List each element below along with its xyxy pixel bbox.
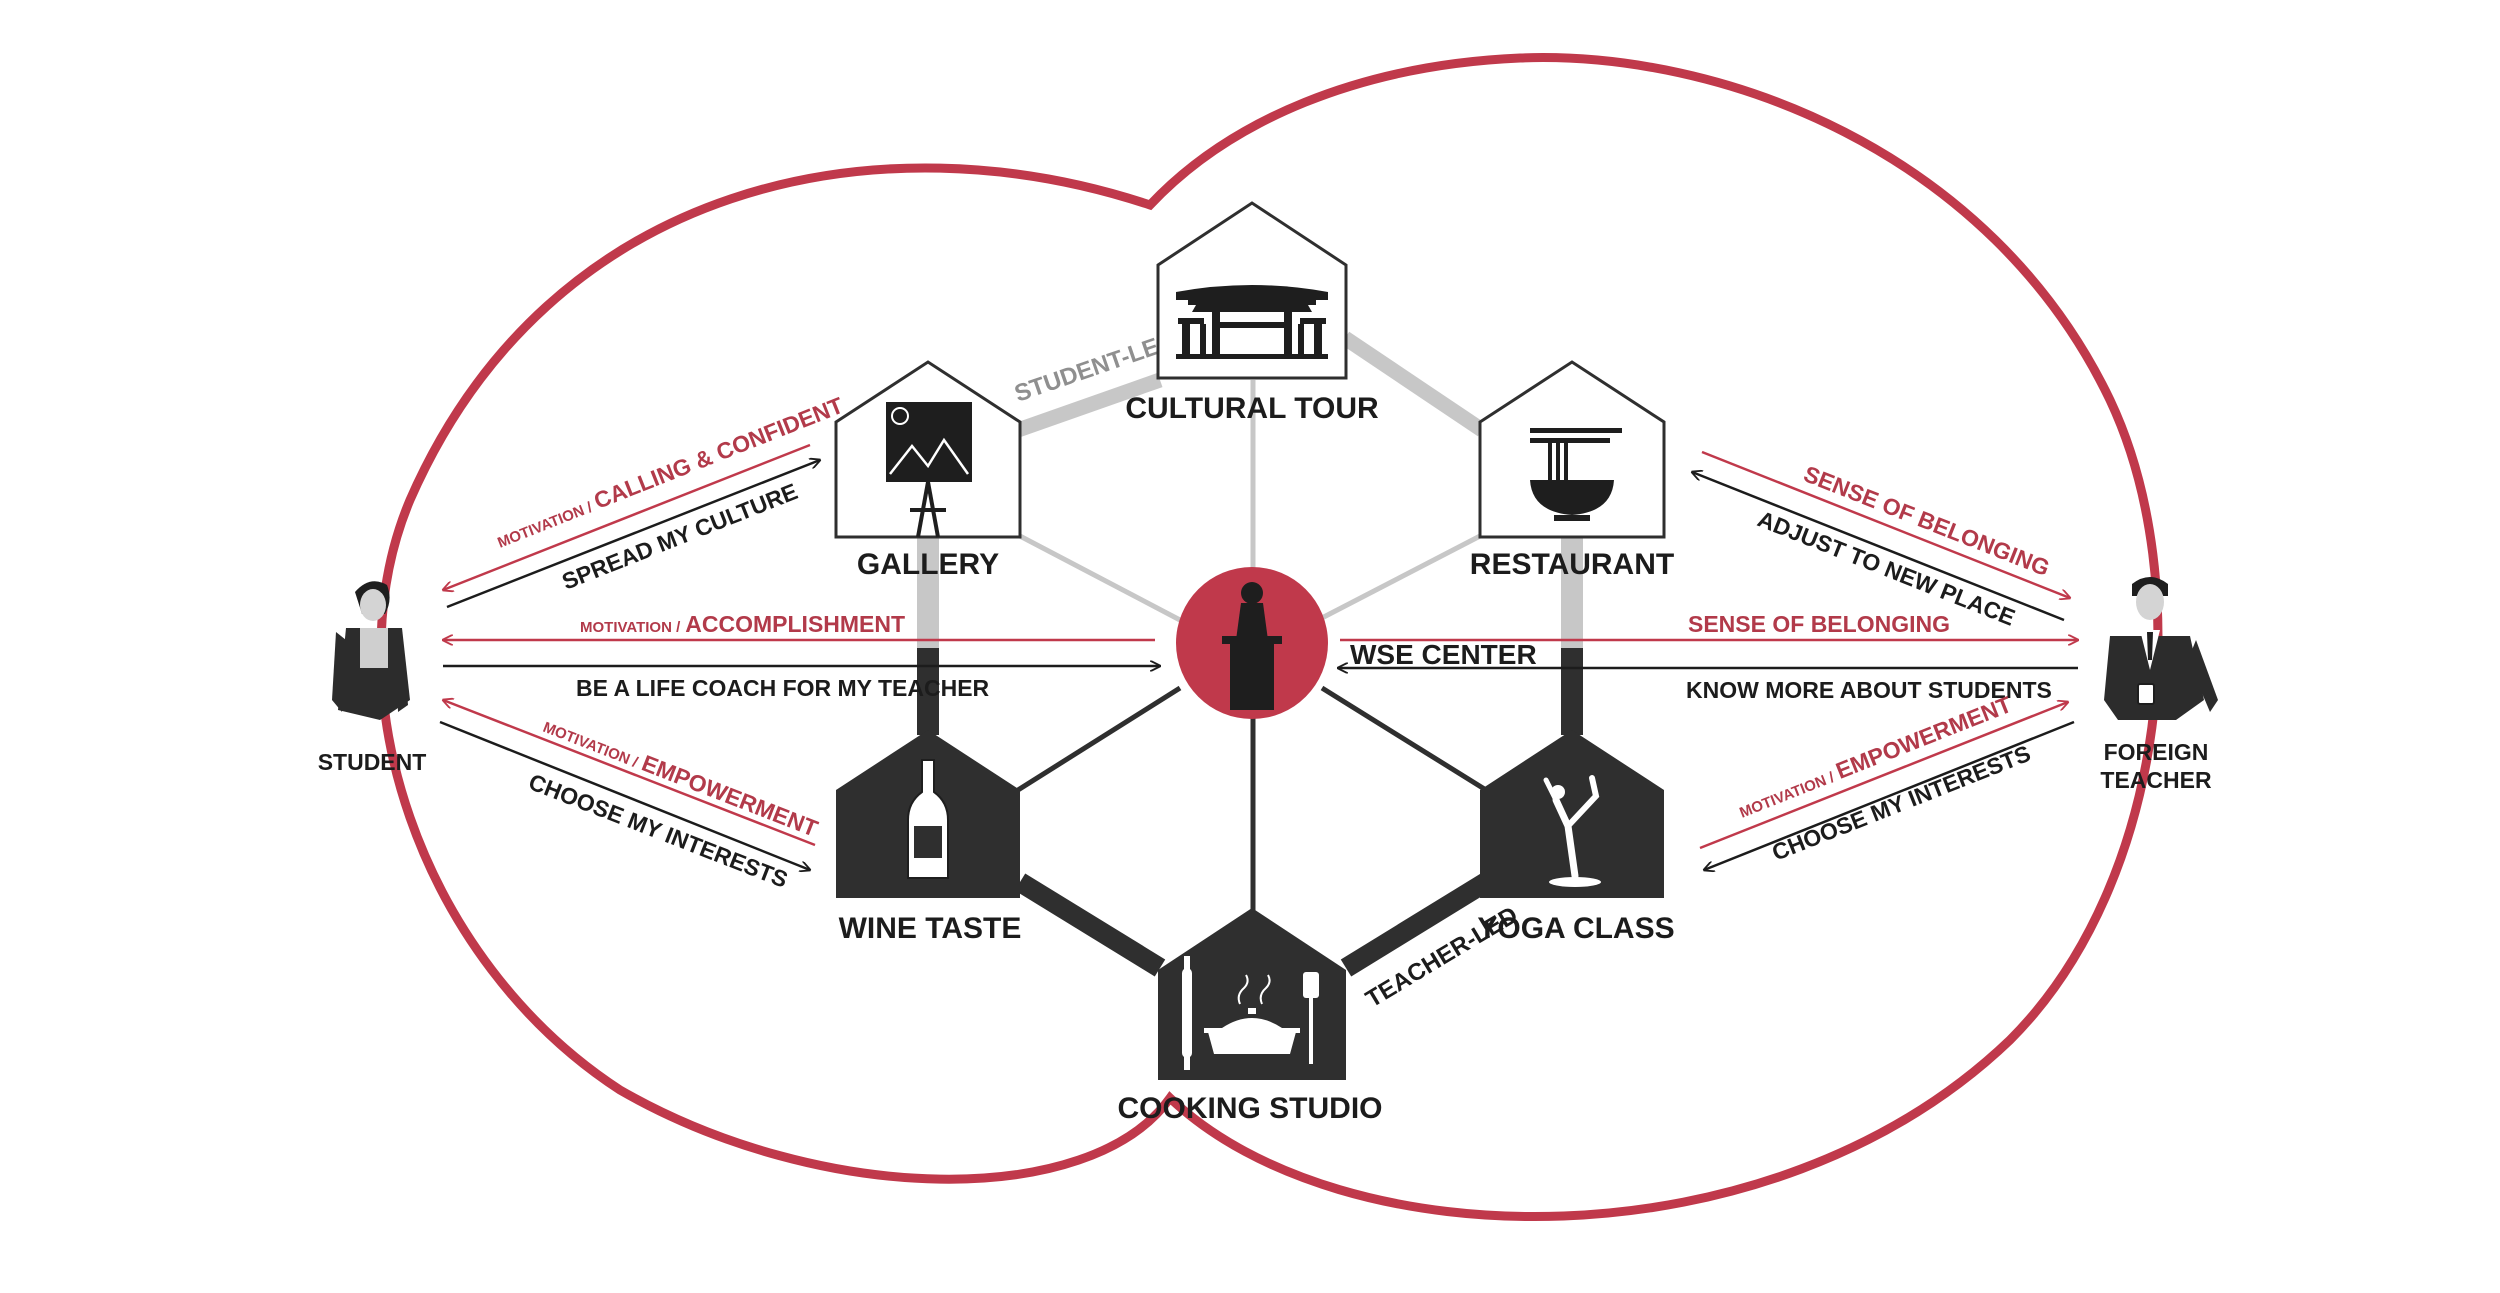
student-led-links xyxy=(917,331,1583,648)
cooking-pot-icon xyxy=(1182,956,1319,1070)
student-label: STUDENT xyxy=(318,749,427,775)
student-person-icon xyxy=(332,581,410,720)
speaker-at-podium-icon xyxy=(1222,582,1282,710)
node-yoga-class[interactable]: YOGA CLASS xyxy=(1477,730,1675,945)
teacher-person-with-mug-icon xyxy=(2104,577,2218,720)
node-cooking-studio[interactable]: COOKING STUDIO xyxy=(1117,908,1383,1125)
node-gallery[interactable]: GALLERY xyxy=(834,360,1022,581)
student-bottom-action: CHOOSE MY INTERESTS xyxy=(525,768,791,892)
student-middle-action: BE A LIFE COACH FOR MY TEACHER xyxy=(576,675,990,701)
yoga-class-label: YOGA CLASS xyxy=(1477,912,1674,945)
yoga-pose-icon xyxy=(1543,775,1601,887)
teacher-led-links xyxy=(917,648,1583,977)
wine-bottle-icon xyxy=(907,759,949,879)
center-label: WSE CENTER xyxy=(1350,639,1537,670)
teacher-label-line1: FOREIGN xyxy=(2104,739,2209,765)
node-wine-taste[interactable]: WINE TASTE xyxy=(836,730,1021,945)
center-node[interactable]: WSE CENTER xyxy=(1176,567,1537,719)
cooking-studio-label: COOKING STUDIO xyxy=(1117,1092,1382,1125)
noodle-bowl-icon xyxy=(1530,428,1622,521)
teacher-top-motivation: SENSE OF BELONGING xyxy=(1800,460,2053,581)
node-cultural-tour[interactable]: CULTURAL TOUR xyxy=(1125,201,1379,425)
teacher-arrows xyxy=(1338,450,2078,870)
painting-easel-icon xyxy=(886,402,972,538)
node-restaurant[interactable]: RESTAURANT xyxy=(1470,360,1674,581)
student-bottom-motivation: MOTIVATION /EMPOWERMENT xyxy=(540,711,821,841)
student-arrows xyxy=(439,443,1160,870)
wine-taste-label: WINE TASTE xyxy=(839,912,1022,945)
teacher-figure[interactable]: FOREIGN TEACHER xyxy=(2100,577,2218,793)
chinese-gate-icon xyxy=(1176,285,1328,359)
teacher-middle-action: KNOW MORE ABOUT STUDENTS xyxy=(1686,677,2052,703)
teacher-label-line2: TEACHER xyxy=(2100,767,2212,793)
restaurant-label: RESTAURANT xyxy=(1470,548,1674,581)
student-middle-motivation: MOTIVATION /ACCOMPLISHMENT xyxy=(580,611,905,637)
community-boundary xyxy=(376,53,2163,1222)
cultural-tour-label: CULTURAL TOUR xyxy=(1125,392,1379,425)
teacher-middle-motivation: SENSE OF BELONGING xyxy=(1688,611,1950,637)
student-figure[interactable]: STUDENT xyxy=(318,581,427,775)
gallery-label: GALLERY xyxy=(857,548,999,581)
